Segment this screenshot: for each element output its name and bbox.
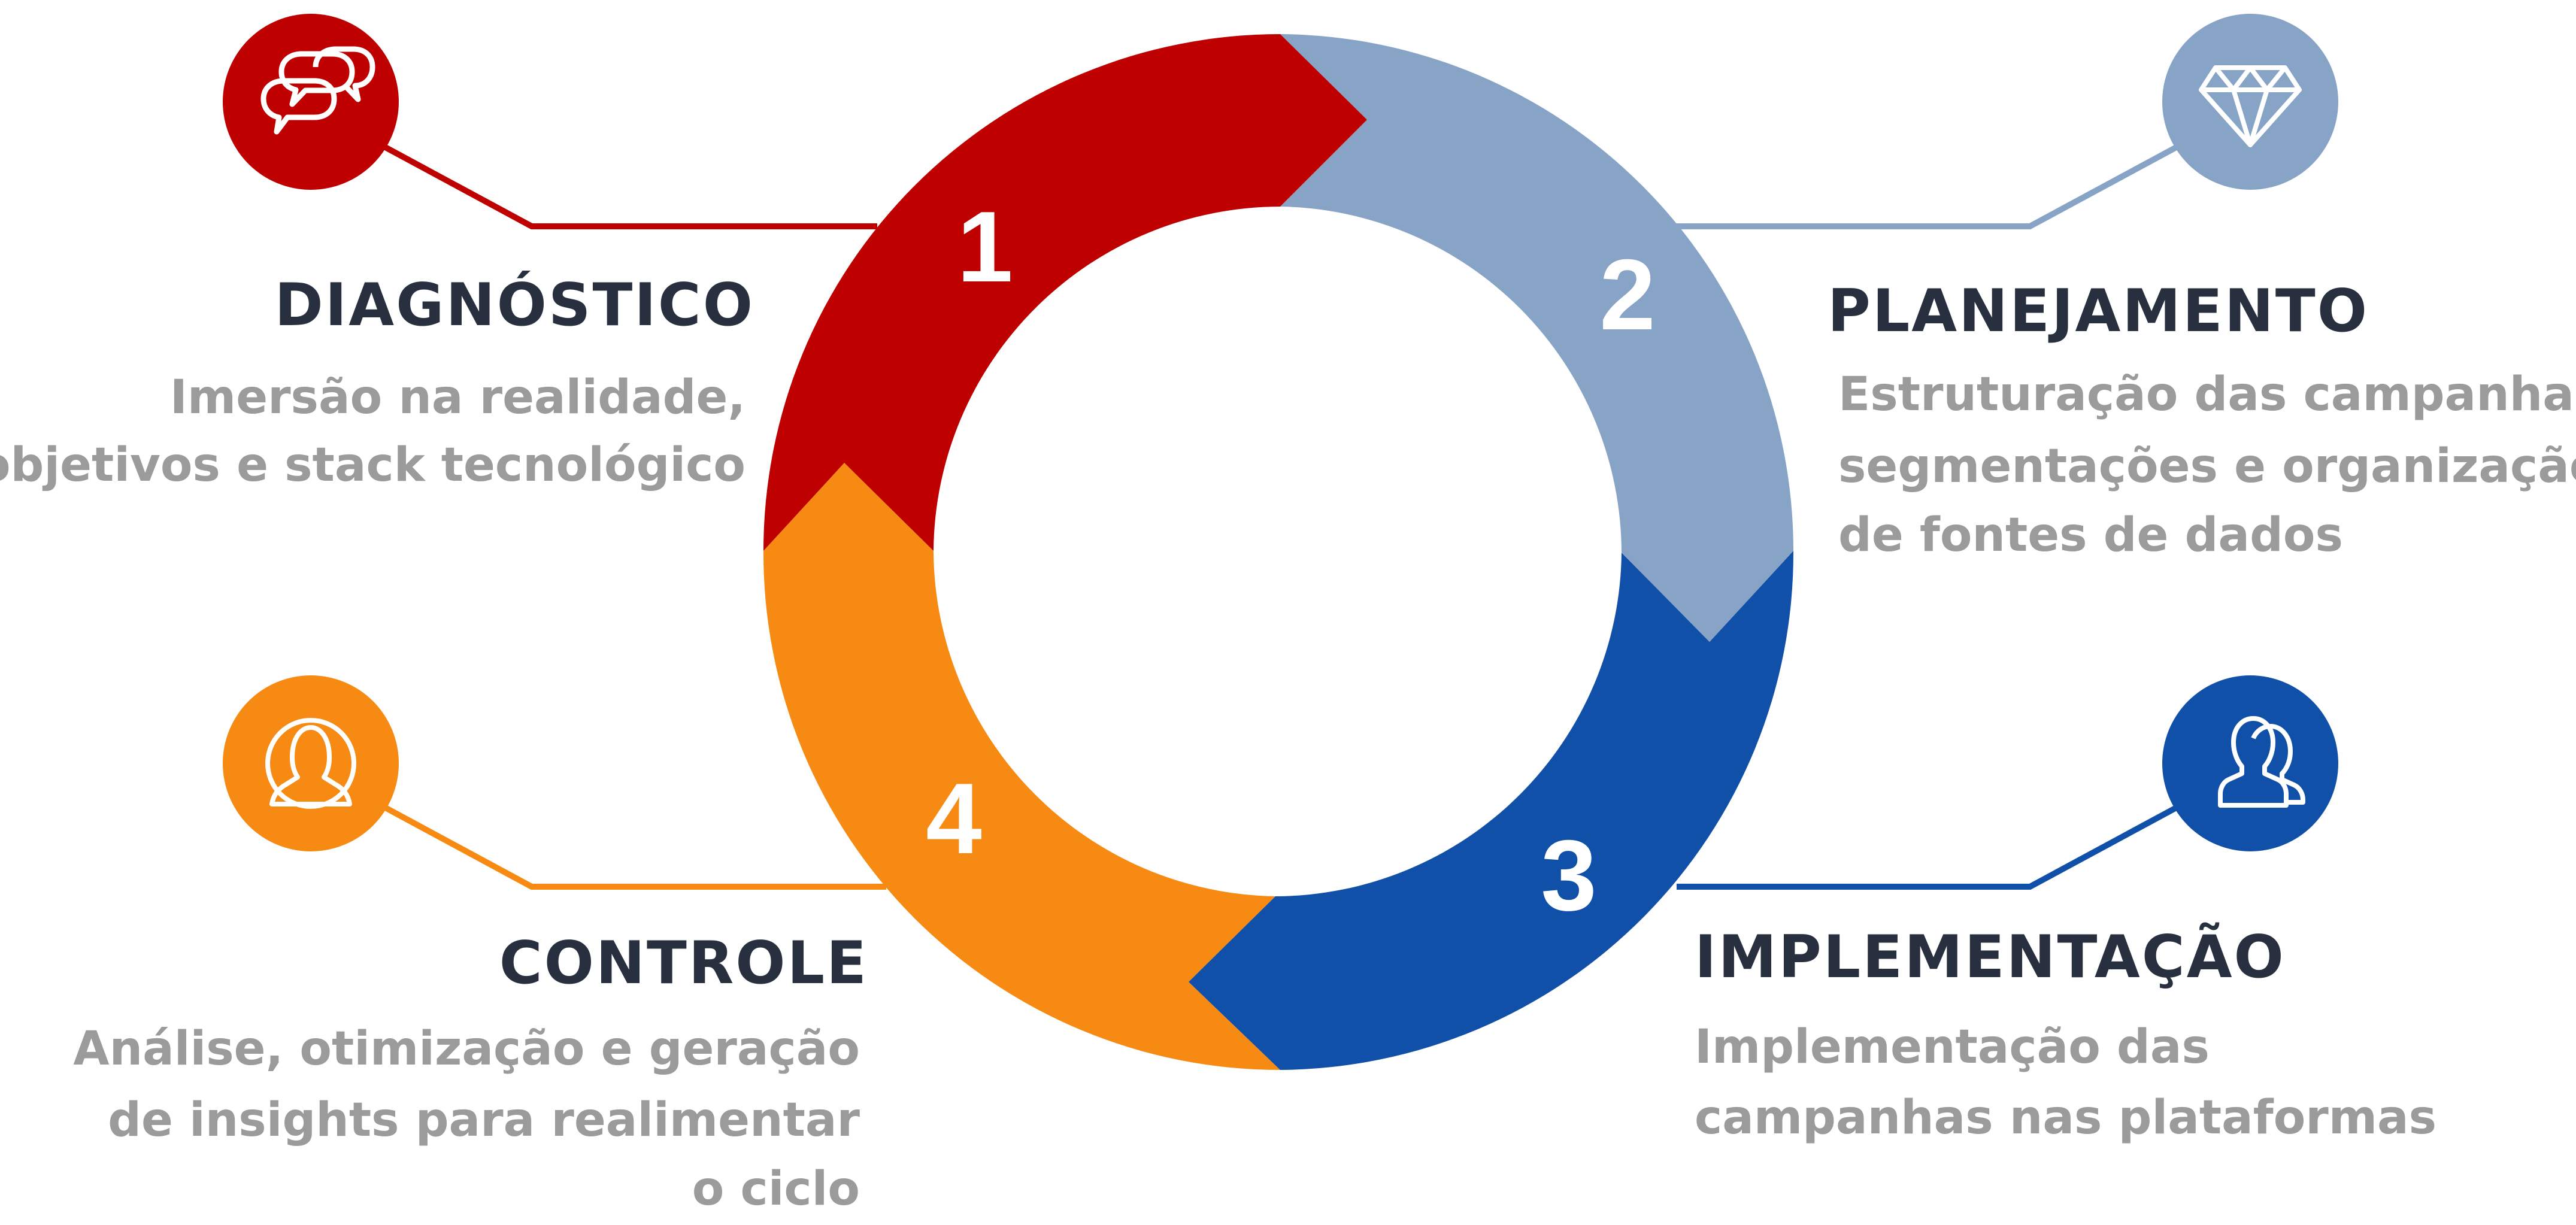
title-controle: CONTROLE bbox=[499, 929, 868, 997]
step-number-2: 2 bbox=[1599, 238, 1655, 351]
description-planejamento: Estruturação das campanhas, segmentações… bbox=[1838, 368, 2576, 562]
connector-implementacao bbox=[1677, 803, 2181, 890]
connector-diagnostico bbox=[380, 142, 877, 229]
icon-badge-implementacao bbox=[2162, 675, 2338, 851]
person-icon bbox=[265, 718, 356, 809]
segment-controle bbox=[763, 463, 1280, 1070]
segment-diagnostico bbox=[763, 34, 1367, 551]
step-number-4: 4 bbox=[926, 762, 981, 875]
step-number-1: 1 bbox=[957, 190, 1013, 303]
segment-planejamento bbox=[1280, 34, 1793, 642]
connector-controle bbox=[380, 803, 886, 890]
icon-badge-controle bbox=[223, 675, 399, 851]
segment-implementacao bbox=[1189, 551, 1794, 1070]
title-diagnostico: DIAGNÓSTICO bbox=[274, 270, 754, 339]
description-line: segmentações e organização bbox=[1838, 439, 2576, 493]
title-planejamento: PLANEJAMENTO bbox=[1828, 277, 2369, 345]
step-number-3: 3 bbox=[1541, 819, 1596, 932]
icon-badge-planejamento bbox=[2162, 14, 2338, 190]
description-line: objetivos e stack tecnológico bbox=[0, 438, 745, 492]
description-implementacao: Implementação das campanhas nas platafor… bbox=[1695, 1020, 2436, 1145]
title-implementacao: IMPLEMENTAÇÃO bbox=[1695, 922, 2286, 991]
users-icon bbox=[2218, 716, 2305, 808]
description-line: Imersão na realidade, bbox=[170, 371, 745, 424]
description-diagnostico: Imersão na realidade, objetivos e stack … bbox=[0, 371, 745, 492]
cycle-ring bbox=[763, 34, 1794, 1070]
chat-bubbles-icon bbox=[260, 46, 375, 135]
description-line: campanhas nas plataformas bbox=[1695, 1091, 2436, 1145]
description-line: Estruturação das campanhas, bbox=[1838, 368, 2576, 422]
connector-planejamento bbox=[1674, 142, 2181, 229]
diamond-icon bbox=[2199, 65, 2302, 147]
icon-badge-diagnostico bbox=[223, 14, 399, 190]
description-line: Implementação das bbox=[1695, 1020, 2210, 1074]
description-line: o ciclo bbox=[692, 1162, 860, 1216]
description-line: de fontes de dados bbox=[1838, 508, 2343, 562]
description-controle: Análise, otimização e geração de insight… bbox=[73, 1022, 860, 1216]
description-line: Análise, otimização e geração bbox=[73, 1022, 860, 1076]
description-line: de insights para realimentar bbox=[108, 1093, 860, 1147]
